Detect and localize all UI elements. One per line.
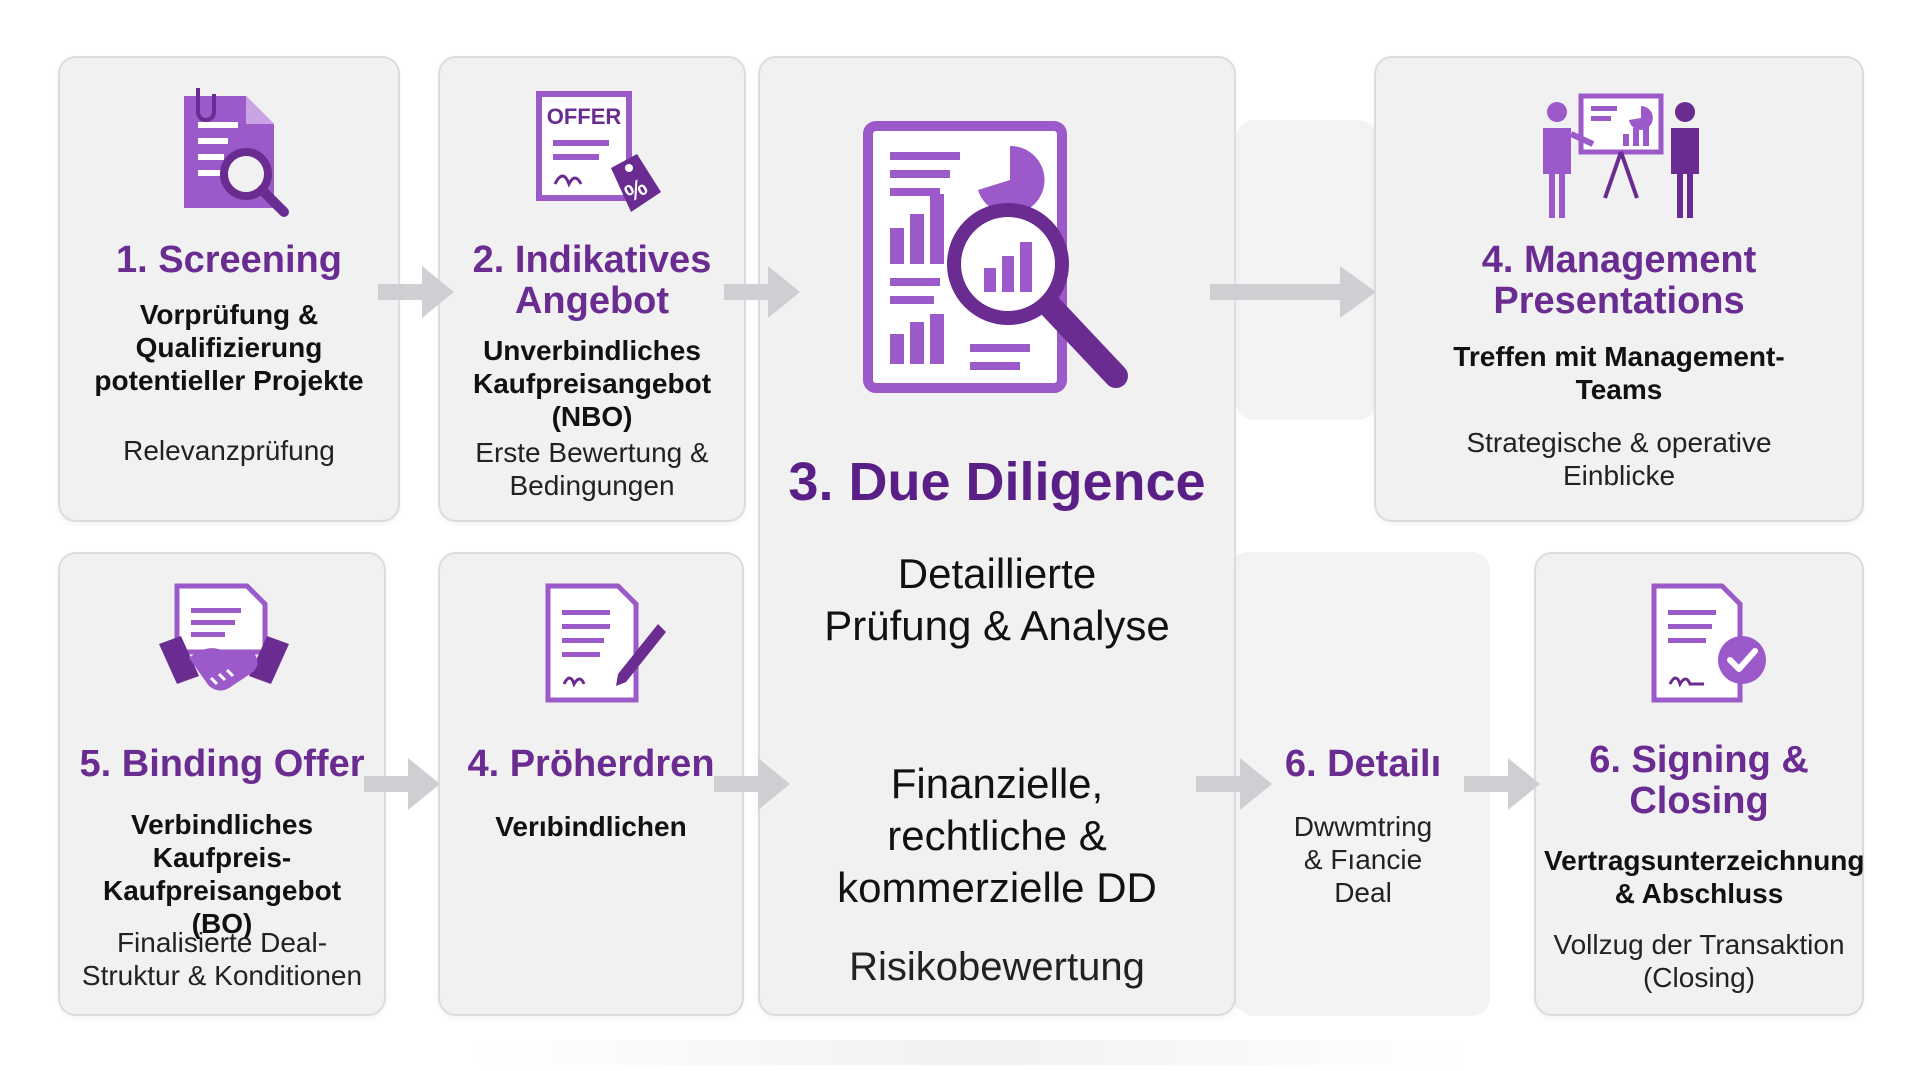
step-card-due-diligence[interactable]: 3. Due Diligence Detaillierte Prüfung & … <box>758 56 1236 1016</box>
step-title: 6. Detailı <box>1284 743 1442 785</box>
step-title: 5. Binding Offer <box>79 743 365 785</box>
step-card-indikatives-angebot[interactable]: OFFER % 2. Indikatives Angebot Unverbind… <box>438 56 746 522</box>
step-card-proherdren[interactable]: 4. Pröherdren Verıbindlichen <box>438 552 744 1016</box>
step-title: 6. Signing & Closing <box>1589 739 1809 822</box>
step-card-signing-closing[interactable]: 6. Signing & Closing Vertragsunterzeichn… <box>1534 552 1865 1016</box>
step-title: 4. Pröherdren <box>467 743 715 785</box>
step-description: Detaillierte Prüfung & Analyse <box>824 550 1170 649</box>
presentation-people-icon <box>1543 93 1699 218</box>
step-description: Verıbindlichen <box>495 811 687 842</box>
contract-check-icon <box>1651 583 1766 703</box>
step-scope: Finanzielle, rechtliche & kommerzielle D… <box>837 760 1157 911</box>
arrow-right-icon <box>378 266 454 318</box>
offer-label: OFFER <box>547 104 622 129</box>
background-panel-top <box>1236 120 1376 420</box>
step-card-screening[interactable]: 1. Screening Vorprüfung & Qualifizierung… <box>58 56 400 522</box>
step-note: Relevanzprüfung <box>123 435 335 466</box>
step-description: Vertragsunterzeichnung & Abschluss <box>1544 845 1865 909</box>
step-note: Finalisierte Deal-Struktur & Konditionen <box>81 927 363 991</box>
offer-document-tag-icon: OFFER % <box>536 91 661 212</box>
step-note: Erste Bewertung & Bedingungen <box>475 437 709 501</box>
signed-document-pen-icon <box>545 583 666 703</box>
step-title: 4. Management Presentations <box>1481 239 1757 322</box>
report-magnifier-icon <box>863 121 1128 393</box>
step-description: Treffen mit Management-Teams <box>1453 341 1785 405</box>
step-note: Strategische & operative Einblicke <box>1466 427 1772 491</box>
step-title: 3. Due Diligence <box>788 452 1206 512</box>
arrow-right-icon <box>1210 266 1376 318</box>
arrow-right-icon <box>364 758 440 810</box>
step-description: Unverbindliches Kaufpreisangebot (NBO) <box>472 335 712 432</box>
step-card-detail[interactable]: 6. Detailı Dwwmtring & Fıancie Deal <box>1236 552 1490 1016</box>
step-description: Verbindliches Kaufpreis-Kaufpreisangebot… <box>102 809 342 939</box>
step-card-management-presentations[interactable]: 4. Management Presentations Treffen mit … <box>1374 56 1864 522</box>
step-title: 2. Indikatives Angebot <box>472 239 712 322</box>
arrow-right-icon <box>714 758 790 810</box>
step-card-binding-offer[interactable]: 5. Binding Offer Verbindliches Kaufpreis… <box>58 552 386 1016</box>
handshake-document-icon <box>159 583 289 691</box>
step-note: Vollzug der Transaktion (Closing) <box>1553 929 1845 993</box>
step-title: 1. Screening <box>116 239 342 281</box>
step-note: Risikobewertung <box>849 945 1145 989</box>
arrow-right-icon <box>1464 758 1540 810</box>
document-search-icon <box>184 88 289 217</box>
faded-reflection <box>470 1040 1470 1065</box>
arrow-right-icon <box>724 266 800 318</box>
step-note: Dwwmtring & Fıancie Deal <box>1293 811 1433 908</box>
step-description: Vorprüfung & Qualifizierung potentieller… <box>94 299 364 396</box>
arrow-right-icon <box>1196 758 1272 810</box>
